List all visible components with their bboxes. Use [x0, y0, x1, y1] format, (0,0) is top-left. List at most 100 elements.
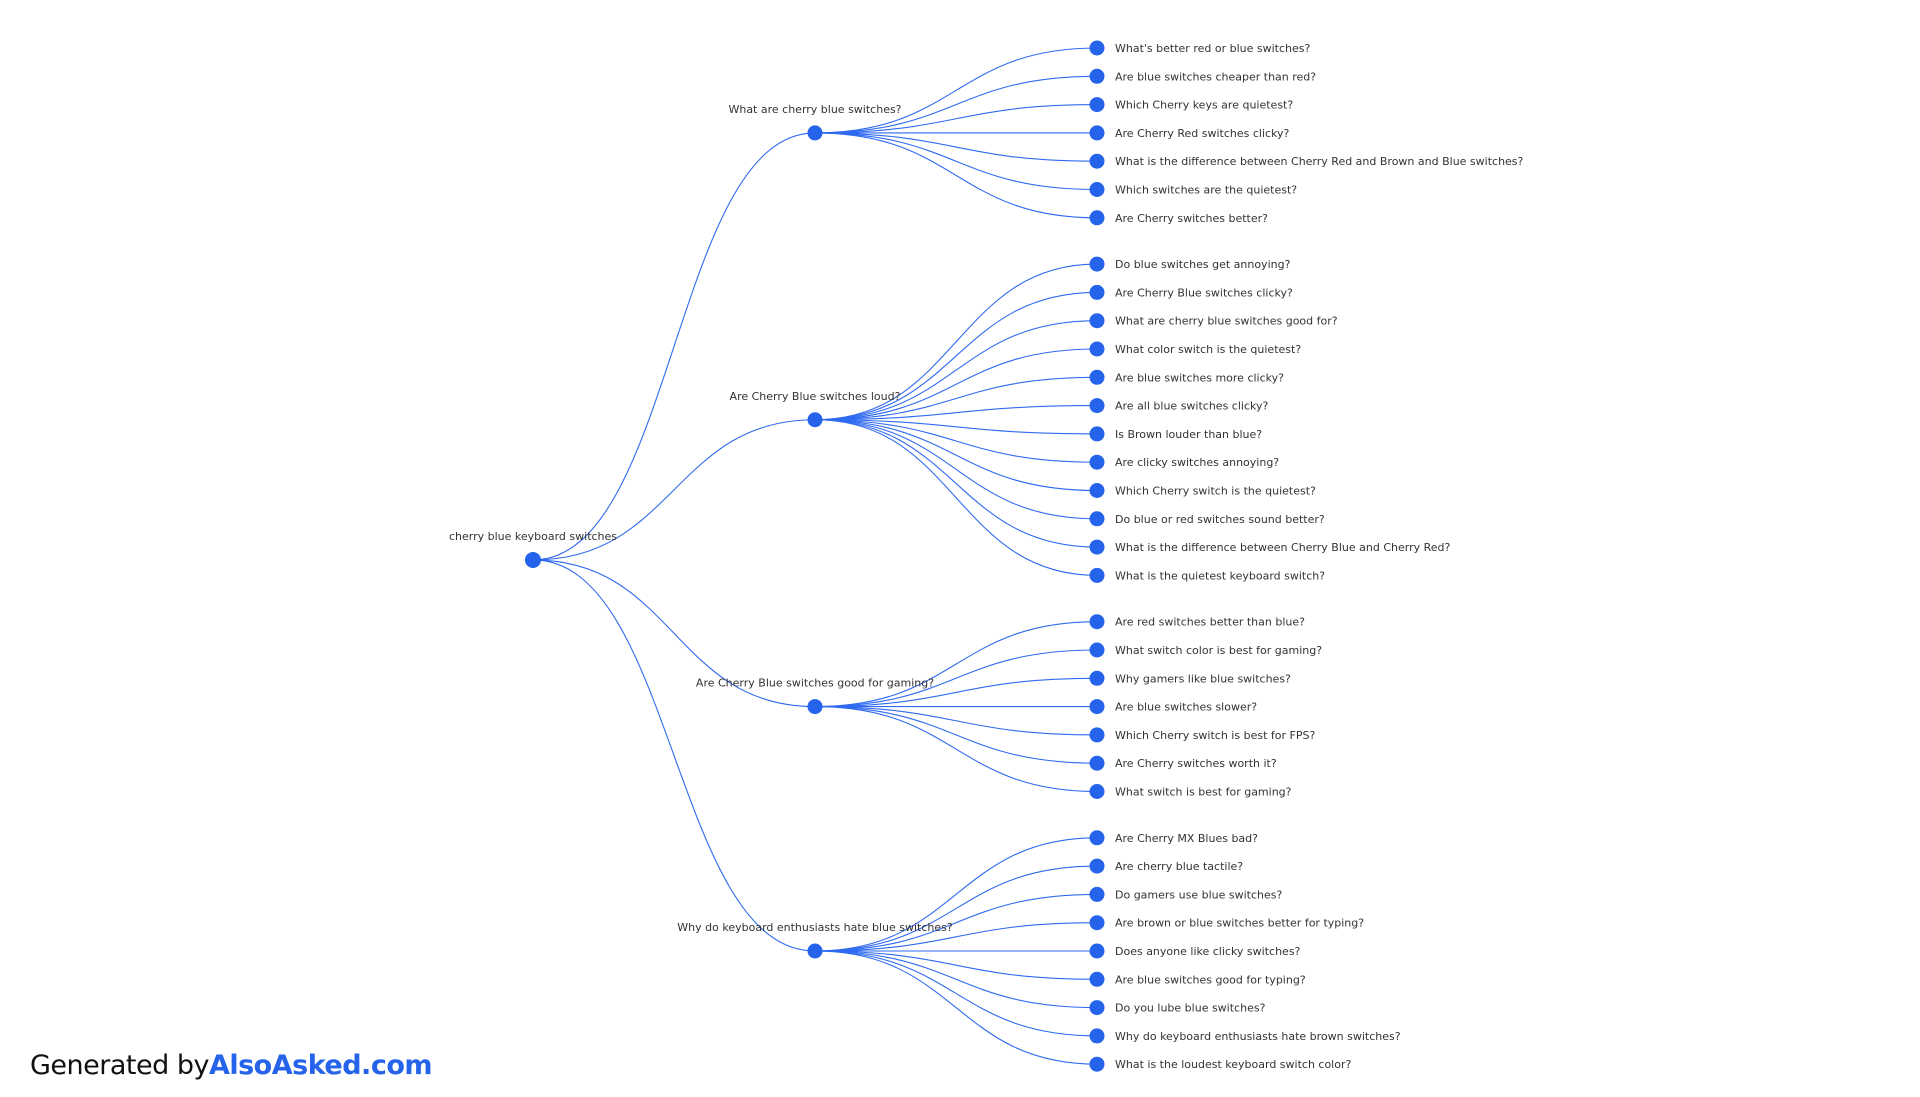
related-question-label[interactable]: Do gamers use blue switches?	[1115, 888, 1283, 901]
question-node-label[interactable]: Are Cherry Blue switches loud?	[730, 390, 901, 403]
related-question-label[interactable]: Do blue switches get annoying?	[1115, 258, 1291, 271]
link-question-3-to-answer-5	[814, 706, 1098, 736]
related-question-label[interactable]: Which switches are the quietest?	[1115, 184, 1297, 197]
link-question-4-to-answer-7	[814, 950, 1098, 1009]
related-question-dot[interactable]	[1089, 125, 1105, 141]
related-question-dot[interactable]	[1089, 40, 1105, 56]
question-node-dot[interactable]	[807, 412, 823, 428]
related-question-label[interactable]: Are blue switches slower?	[1115, 701, 1257, 714]
related-question-label[interactable]: Is Brown louder than blue?	[1115, 428, 1262, 441]
related-question-dot[interactable]	[1089, 483, 1105, 498]
question-node-label[interactable]: What are cherry blue switches?	[728, 103, 901, 116]
link-question-2-to-answer-9	[814, 419, 1098, 492]
related-question-label[interactable]: Are all blue switches clicky?	[1115, 400, 1269, 413]
related-question-dot[interactable]	[1089, 727, 1105, 743]
related-question-label[interactable]: Are red switches better than blue?	[1115, 616, 1305, 629]
related-question-dot[interactable]	[1089, 1028, 1105, 1044]
related-question-label[interactable]: Does anyone like clicky switches?	[1115, 945, 1301, 958]
link-root-to-question-4	[532, 559, 816, 952]
related-question-label[interactable]: Are brown or blue switches better for ty…	[1115, 917, 1364, 930]
related-question-label[interactable]: What is the difference between Cherry Re…	[1115, 155, 1524, 168]
related-question-label[interactable]: Which Cherry keys are quietest?	[1115, 99, 1293, 112]
root-node-dot[interactable]	[525, 551, 541, 568]
related-question-dot[interactable]	[1089, 971, 1105, 987]
related-question-dot[interactable]	[1089, 398, 1105, 414]
link-question-4-to-answer-6	[814, 950, 1098, 980]
related-question-dot[interactable]	[1089, 858, 1105, 874]
link-question-2-to-answer-11	[814, 419, 1098, 548]
link-question-4-to-answer-8	[814, 950, 1098, 1037]
question-node-dot[interactable]	[807, 699, 823, 715]
related-question-dot[interactable]	[1089, 511, 1105, 527]
related-question-dot[interactable]	[1089, 284, 1105, 300]
related-question-label[interactable]: What are cherry blue switches good for?	[1115, 315, 1338, 328]
related-question-dot[interactable]	[1089, 68, 1105, 84]
related-question-dot[interactable]	[1089, 426, 1105, 442]
root-node-label[interactable]: cherry blue keyboard switches	[449, 530, 617, 543]
footer-brand-link[interactable]: AlsoAsked.com	[208, 1050, 433, 1081]
related-question-dot[interactable]	[1089, 454, 1105, 470]
link-question-1-to-answer-1	[814, 47, 1098, 134]
link-question-1-to-answer-5	[814, 132, 1098, 162]
related-question-label[interactable]: Why do keyboard enthusiasts hate brown s…	[1115, 1030, 1401, 1043]
link-root-to-question-2	[532, 419, 816, 561]
related-question-dot[interactable]	[1089, 1056, 1105, 1072]
related-question-label[interactable]: Are blue switches cheaper than red?	[1115, 70, 1316, 83]
related-question-dot[interactable]	[1089, 567, 1105, 583]
related-question-label[interactable]: What is the difference between Cherry Bl…	[1115, 541, 1450, 554]
question-node-dot[interactable]	[807, 943, 823, 959]
related-question-dot[interactable]	[1089, 1000, 1105, 1016]
related-question-label[interactable]: What color switch is the quietest?	[1115, 343, 1301, 356]
related-question-dot[interactable]	[1089, 614, 1105, 630]
related-question-label[interactable]: Are Cherry switches better?	[1115, 212, 1268, 225]
related-question-label[interactable]: Why gamers like blue switches?	[1115, 672, 1291, 685]
related-question-dot[interactable]	[1089, 256, 1105, 272]
related-question-dot[interactable]	[1089, 97, 1105, 113]
related-question-dot[interactable]	[1089, 642, 1105, 658]
question-node-label[interactable]: Why do keyboard enthusiasts hate blue sw…	[677, 921, 953, 934]
related-question-label[interactable]: What switch is best for gaming?	[1115, 786, 1292, 799]
related-question-dot[interactable]	[1089, 670, 1105, 686]
question-node-label[interactable]: Are Cherry Blue switches good for gaming…	[696, 677, 934, 690]
related-question-label[interactable]: What's better red or blue switches?	[1115, 42, 1310, 55]
related-question-dot[interactable]	[1089, 886, 1105, 902]
related-question-dot[interactable]	[1089, 943, 1105, 959]
related-question-label[interactable]: What is the quietest keyboard switch?	[1115, 569, 1325, 582]
related-question-dot[interactable]	[1089, 915, 1105, 931]
related-question-dot[interactable]	[1089, 830, 1105, 846]
related-question-label[interactable]: Are Cherry switches worth it?	[1115, 757, 1277, 770]
related-question-dot[interactable]	[1089, 539, 1105, 555]
related-question-label[interactable]: What is the loudest keyboard switch colo…	[1115, 1058, 1351, 1071]
related-question-label[interactable]: Are clicky switches annoying?	[1115, 456, 1279, 469]
related-question-label[interactable]: Are Cherry MX Blues bad?	[1115, 832, 1258, 845]
related-question-label[interactable]: Are cherry blue tactile?	[1115, 860, 1243, 873]
link-question-2-to-answer-3	[814, 320, 1098, 421]
related-question-dot[interactable]	[1089, 699, 1105, 715]
related-question-label[interactable]: Are Cherry Red switches clicky?	[1115, 127, 1290, 140]
related-question-dot[interactable]	[1089, 341, 1105, 357]
related-question-label[interactable]: Are blue switches more clicky?	[1115, 371, 1284, 384]
related-question-dot[interactable]	[1089, 369, 1105, 385]
related-question-label[interactable]: Are Cherry Blue switches clicky?	[1115, 286, 1293, 299]
link-question-2-to-answer-6	[814, 405, 1098, 421]
related-question-dot[interactable]	[1089, 153, 1105, 169]
related-question-label[interactable]: What switch color is best for gaming?	[1115, 644, 1322, 657]
related-question-label[interactable]: Are blue switches good for typing?	[1115, 973, 1306, 986]
related-question-dot[interactable]	[1089, 784, 1105, 799]
related-question-dot[interactable]	[1089, 313, 1105, 329]
link-question-4-to-answer-1	[814, 837, 1098, 952]
related-question-label[interactable]: Which Cherry switch is best for FPS?	[1115, 729, 1315, 742]
related-question-dot[interactable]	[1089, 210, 1105, 226]
related-question-dot[interactable]	[1089, 182, 1105, 197]
link-question-4-to-answer-3	[814, 893, 1098, 952]
question-node-dot[interactable]	[807, 125, 823, 141]
tree-links	[532, 47, 1098, 1065]
related-question-label[interactable]: Do blue or red switches sound better?	[1115, 513, 1325, 526]
link-question-3-to-answer-7	[814, 706, 1098, 793]
link-question-2-to-answer-8	[814, 419, 1098, 463]
related-question-label[interactable]: Which Cherry switch is the quietest?	[1115, 485, 1316, 498]
related-question-label[interactable]: Do you lube blue switches?	[1115, 1002, 1266, 1015]
link-question-2-to-answer-5	[814, 376, 1098, 421]
related-question-dot[interactable]	[1089, 755, 1105, 771]
